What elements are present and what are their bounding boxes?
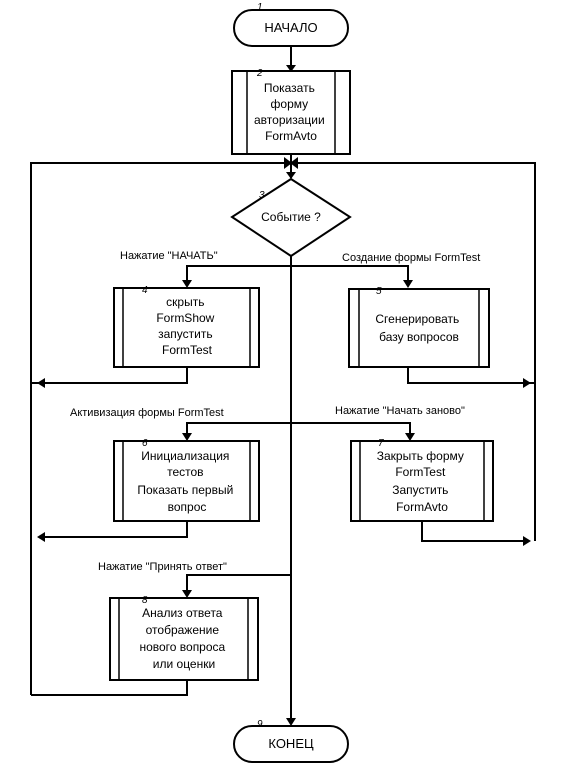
node-number: 1 [257,2,263,13]
arrowhead [523,536,531,546]
arrowhead [37,378,45,388]
arrowhead [405,433,415,441]
branch-row-2 [186,422,411,439]
analyze-answer-process: 8 Анализ ответа отображение нового вопро… [109,595,259,681]
generate-base-text: Сгенерировать базу вопросов [375,312,462,344]
node-number: 3 [259,190,265,201]
arrowhead [182,280,192,288]
edge-box8-return [31,680,188,696]
end-terminal: 9 КОНЕЦ [233,719,349,763]
arrowhead [403,280,413,288]
close-form-text: Закрыть форму FormTest Запустить FormAvt… [377,449,468,514]
hide-show-text: скрыть FormShow запустить FormTest [156,295,217,357]
edge-label-press-start: Нажатие "НАЧАТЬ" [120,250,218,262]
show-auth-process: 2 Показать форму авторизации FormAvto [231,68,351,155]
edge-box5-return [407,367,528,384]
hide-show-process: 4 скрыть FormShow запустить FormTest [113,285,260,368]
edge-box6-return [40,520,188,538]
node-number: 8 [142,595,148,606]
init-tests-process: 6 Инициализация тестов Показать первый в… [113,438,260,522]
arrowhead [37,532,45,542]
start-terminal: НАЧАЛО 1 [233,2,349,47]
edge-label-create-formtest: Создание формы FormTest [342,252,480,264]
node-number: 6 [142,438,148,449]
end-label: КОНЕЦ [268,736,314,751]
init-tests-text: Инициализация тестов Показать первый воп… [137,449,236,514]
analyze-answer-text: Анализ ответа отображение нового вопроса… [139,606,228,671]
node-number: 9 [257,719,263,730]
node-number: 7 [378,438,384,449]
edge-box4-return [40,367,188,384]
arrowhead [290,157,298,169]
arrowhead [286,172,296,179]
close-form-process: 7 Закрыть форму FormTest Запустить FormA… [350,438,494,522]
arrowhead [523,378,531,388]
event-decision: 3 Событие ? [230,177,352,258]
edge-label-press-restart: Нажатие "Начать заново" [335,405,465,417]
arrowhead [286,65,296,72]
edge-label-press-accept: Нажатие "Принять ответ" [98,561,227,573]
node-number: 4 [142,285,148,296]
arrowhead [182,590,192,598]
show-auth-text: Показать форму авторизации FormAvto [254,81,328,143]
event-label: Событие ? [261,210,321,224]
arrowhead [284,157,292,169]
edge-box7-return [421,521,528,542]
arrowhead [286,718,296,726]
return-loop-right-top [298,162,536,384]
node-number: 5 [376,286,382,297]
start-label: НАЧАЛО [264,20,317,35]
branch-row-3 [186,574,291,595]
return-loop-left-top [30,162,284,384]
generate-base-process: 5 Сгенерировать базу вопросов [348,286,490,368]
branch-row-1 [186,265,409,285]
edge-label-activate-formtest: Активизация формы FormTest [70,407,224,419]
arrowhead [182,433,192,441]
node-number: 2 [256,68,263,79]
